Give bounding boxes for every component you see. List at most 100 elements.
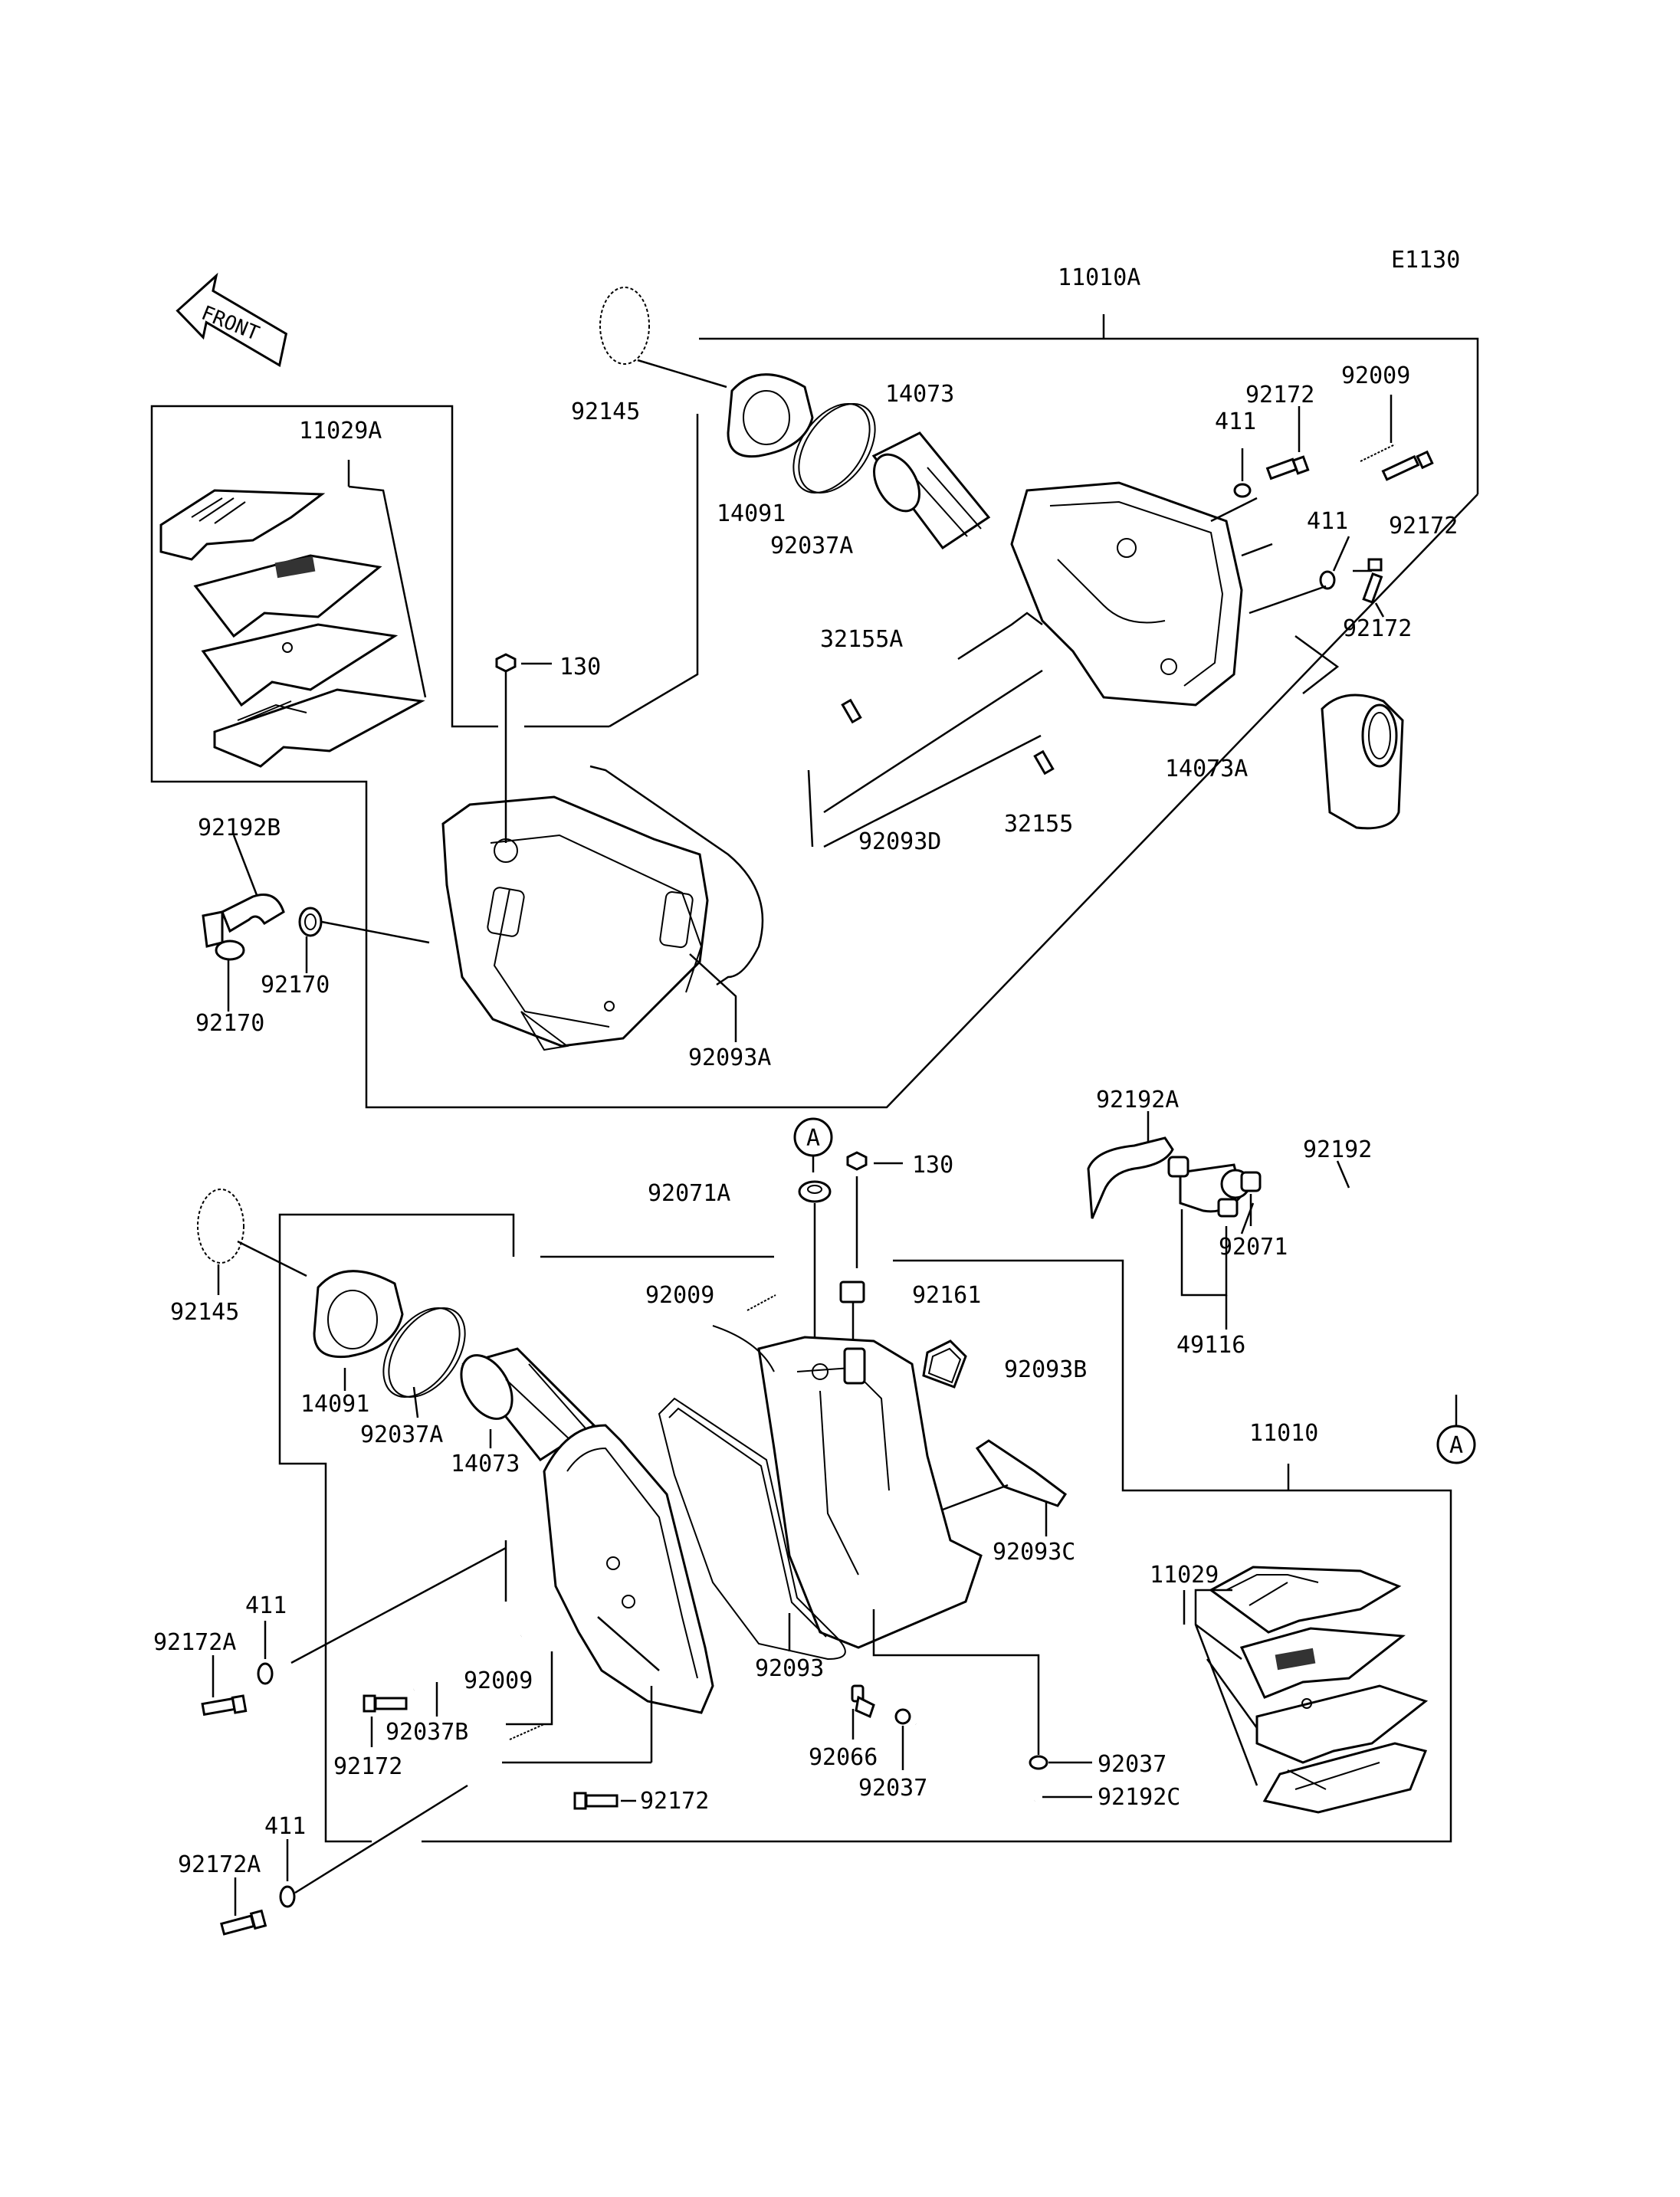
screw-92009-top bbox=[1360, 444, 1396, 462]
intake-seal-bottom bbox=[313, 1270, 404, 1391]
label-92145-bottom: 92145 bbox=[170, 1299, 239, 1326]
label-92037-b: 92037 bbox=[1098, 1751, 1166, 1778]
filter-stack-11029A bbox=[159, 460, 427, 768]
label-411-c: 411 bbox=[245, 1592, 287, 1619]
part-labels: 11010A 11029A 92145 14091 92037A 14073 4… bbox=[153, 264, 1458, 1878]
label-92093: 92093 bbox=[755, 1655, 824, 1682]
bolt-92172A-b bbox=[220, 1877, 267, 1936]
label-92161: 92161 bbox=[912, 1282, 981, 1309]
clamp-92170-a bbox=[298, 907, 430, 973]
label-411-d: 411 bbox=[264, 1813, 306, 1840]
label-14073-bottom: 14073 bbox=[451, 1451, 520, 1477]
bottom-assembly-frame bbox=[278, 1213, 1452, 1843]
bolt-130-mid bbox=[846, 1151, 903, 1268]
tube-32155 bbox=[959, 712, 1130, 808]
svg-text:A: A bbox=[1449, 1432, 1463, 1459]
label-92170-b: 92170 bbox=[195, 1010, 264, 1037]
label-92037-a: 92037 bbox=[858, 1775, 927, 1802]
cap-92071 bbox=[1240, 1171, 1262, 1226]
bolt-92172-d bbox=[363, 1694, 408, 1747]
screw-92009-mid bbox=[746, 1294, 776, 1311]
svg-text:A: A bbox=[806, 1125, 820, 1152]
fitting-92066 bbox=[851, 1684, 875, 1740]
clamp-92037-b bbox=[872, 1609, 1092, 1770]
label-130-mid: 130 bbox=[912, 1152, 953, 1179]
hose-92192C bbox=[914, 1722, 1092, 1802]
label-14091-bottom: 14091 bbox=[300, 1391, 369, 1418]
duct-14073A bbox=[1321, 694, 1404, 830]
label-32155: 32155 bbox=[1004, 811, 1073, 838]
label-92172-a: 92172 bbox=[1245, 382, 1314, 408]
label-411-a: 411 bbox=[1215, 408, 1256, 435]
label-11029: 11029 bbox=[1150, 1562, 1219, 1589]
cap-92161 bbox=[839, 1280, 865, 1349]
air-box-case-top bbox=[441, 765, 764, 1051]
label-92066: 92066 bbox=[809, 1744, 878, 1771]
label-92093B: 92093B bbox=[1004, 1356, 1087, 1383]
label-49116: 49116 bbox=[1176, 1332, 1245, 1359]
label-32155A: 32155A bbox=[820, 626, 903, 653]
intake-funnel-bottom bbox=[460, 1347, 596, 1461]
bolt-92172-e bbox=[573, 1792, 636, 1810]
label-92172-e: 92172 bbox=[640, 1788, 709, 1815]
seal-strip-92093D bbox=[807, 769, 814, 848]
front-arrow-icon: FRONT bbox=[176, 272, 288, 368]
grommet-92071A bbox=[798, 1180, 832, 1337]
label-14073A: 14073A bbox=[1165, 756, 1248, 782]
diagram-code: E1130 bbox=[1391, 247, 1460, 274]
label-92093D: 92093D bbox=[858, 828, 941, 855]
gasket-92093C bbox=[942, 1439, 1068, 1536]
label-92071: 92071 bbox=[1219, 1234, 1288, 1261]
gasket-92093 bbox=[658, 1397, 846, 1661]
label-11029A: 11029A bbox=[299, 418, 382, 444]
label-92009-mid: 92009 bbox=[645, 1282, 714, 1309]
label-92009-top: 92009 bbox=[1341, 362, 1410, 389]
gasket-92093B bbox=[922, 1340, 967, 1389]
label-92172-c: 92172 bbox=[1343, 615, 1412, 642]
label-92192B: 92192B bbox=[198, 815, 281, 841]
label-92037A-bottom: 92037A bbox=[360, 1421, 443, 1448]
intake-funnel-top bbox=[871, 431, 991, 550]
label-92172A-a: 92172A bbox=[153, 1629, 236, 1656]
label-92093A: 92093A bbox=[688, 1044, 771, 1071]
label-11010A: 11010A bbox=[1058, 264, 1140, 291]
clamp-92037-a bbox=[894, 1708, 911, 1770]
top-assembly-frame bbox=[150, 314, 1479, 1109]
label-92192C: 92192C bbox=[1098, 1784, 1180, 1811]
air-box-cover-bottom bbox=[290, 1424, 714, 1764]
label-11010: 11010 bbox=[1249, 1420, 1318, 1447]
label-411-b: 411 bbox=[1307, 508, 1348, 535]
label-92093C: 92093C bbox=[993, 1539, 1075, 1566]
label-92192: 92192 bbox=[1303, 1136, 1372, 1163]
hose-clamp-top bbox=[792, 403, 876, 494]
hose-92192 bbox=[1288, 1160, 1458, 1425]
callout-a-right: A bbox=[1436, 1425, 1476, 1464]
air-box-cover-top bbox=[1010, 481, 1243, 707]
tube-32155A bbox=[731, 647, 970, 785]
hose-clamp-bottom bbox=[382, 1307, 466, 1418]
valve-assembly-49116 bbox=[1087, 1111, 1255, 1330]
label-92172-b: 92172 bbox=[1389, 513, 1458, 539]
label-92037A-top: 92037A bbox=[770, 533, 853, 559]
label-14091-top: 14091 bbox=[717, 500, 786, 527]
label-92172-d: 92172 bbox=[333, 1753, 402, 1780]
label-92009-bottom: 92009 bbox=[464, 1667, 533, 1694]
washer-411-a bbox=[1233, 483, 1252, 498]
label-92037B: 92037B bbox=[386, 1719, 468, 1746]
label-92172A-b: 92172A bbox=[178, 1851, 261, 1878]
label-92071A: 92071A bbox=[648, 1180, 730, 1207]
bolt-92172A-a bbox=[201, 1655, 248, 1717]
bolt-130-top bbox=[495, 653, 552, 843]
intake-seal-top bbox=[727, 373, 814, 458]
washer-411-b bbox=[1319, 570, 1336, 590]
label-92145-top: 92145 bbox=[571, 398, 640, 425]
band-clamp-ring-bottom bbox=[197, 1189, 307, 1295]
bolt-92172-b bbox=[1381, 450, 1434, 481]
strap-92037B bbox=[412, 1634, 523, 1717]
air-box-case-bottom bbox=[712, 1325, 983, 1649]
hose-92192B bbox=[202, 835, 285, 948]
washer-411-c bbox=[257, 1621, 274, 1685]
bolt-92172-a bbox=[1265, 455, 1310, 480]
filter-stack-11029 bbox=[1183, 1566, 1429, 1814]
